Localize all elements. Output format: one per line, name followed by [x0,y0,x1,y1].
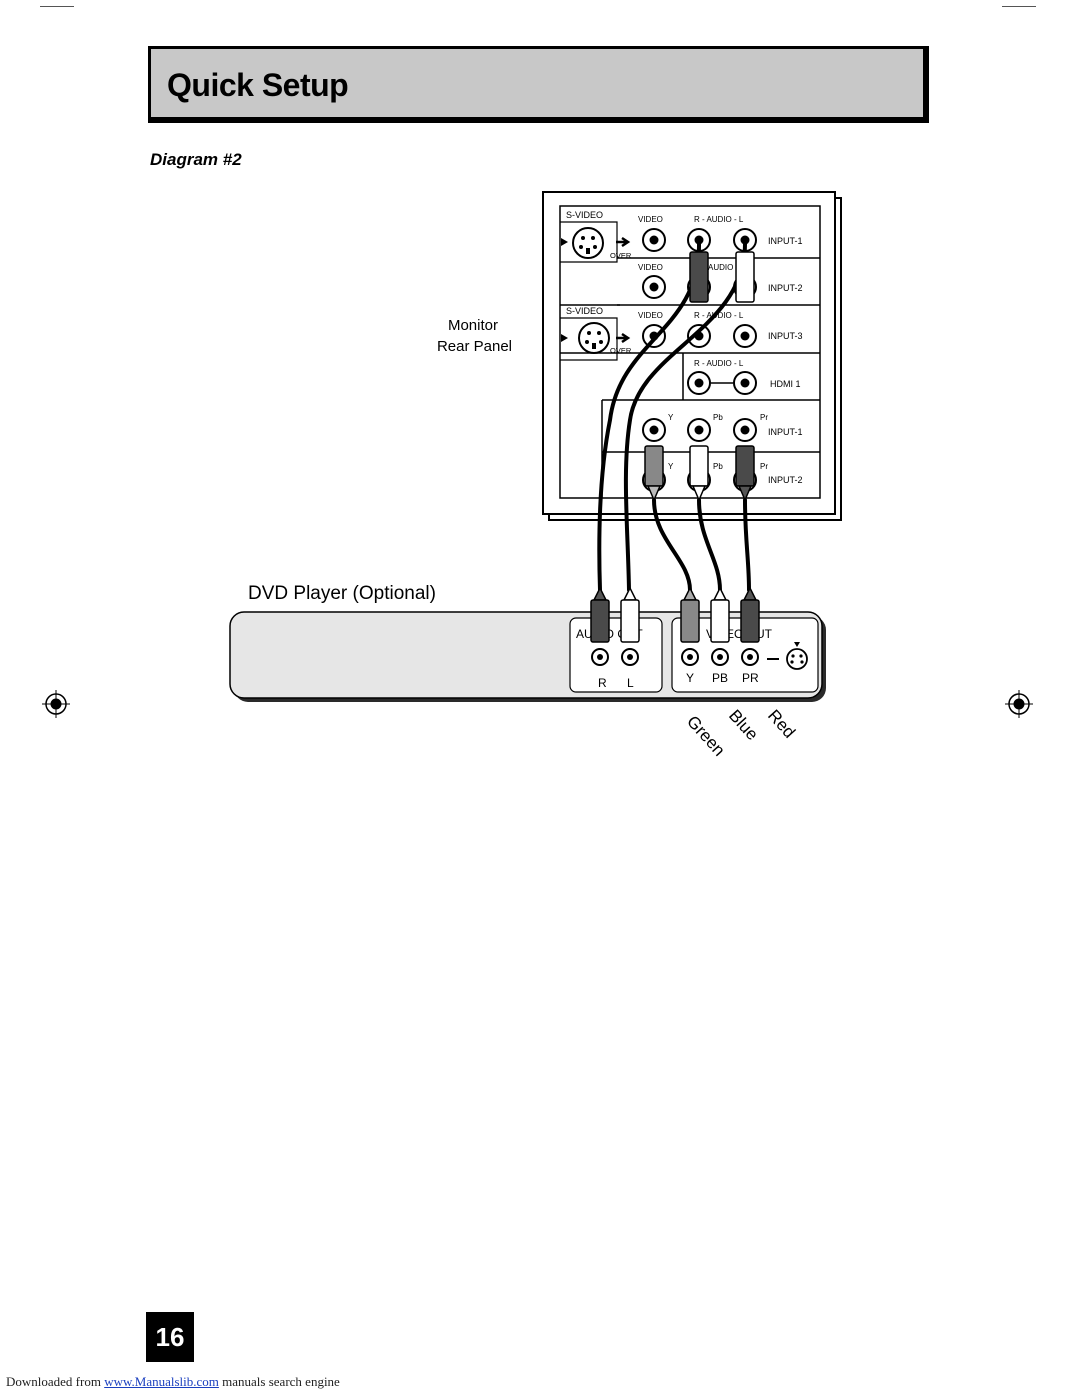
audio-label: R - AUDIO - L [694,215,744,224]
video-label-3: VIDEO [638,311,663,320]
cables [597,242,751,592]
red-cable-label: Red [764,706,799,742]
registration-mark-icon [1005,690,1033,718]
dvd-r-label: R [598,676,607,690]
hdmi-audio-label: R - AUDIO - L [694,359,744,368]
dvd-label: DVD Player (Optional) [248,583,436,604]
rear-panel-label: Rear Panel [437,338,512,355]
page-title: Quick Setup [167,67,349,103]
video-label: VIDEO [638,215,663,224]
input3-label: INPUT-3 [768,331,803,341]
arrow-right-icon [616,236,631,248]
monitor-plugs [644,251,755,502]
input2-label: INPUT-2 [768,283,803,293]
component-input1-label: INPUT-1 [768,427,803,437]
crop-mark-top-left [40,6,74,7]
registration-mark-icon [42,690,70,718]
dvd-pr-label: PR [742,671,759,685]
s-video-jack-icon [561,322,610,354]
footer-suffix: manuals search engine [218,1374,340,1389]
footer: Downloaded from www.Manualslib.com manua… [6,1374,340,1390]
crop-mark-top-right [1002,6,1036,7]
s-video-jack-icon [786,642,808,670]
section-header: Quick Setup [148,46,929,123]
over-label: OVER [610,251,632,260]
hdmi-label: HDMI 1 [770,379,801,389]
component-y-label-2: Y [668,462,674,471]
dvd-pb-label: PB [712,671,728,685]
page-number: 16 [146,1312,194,1362]
component-pr-label-2: Pr [760,462,768,471]
manualslib-link[interactable]: www.Manualslib.com [104,1374,219,1389]
dvd-player: AUDIO OUT VIDEO OUT R L Y PB PR [229,611,826,702]
over-label-2: OVER [610,346,632,355]
arrow-right-icon [616,332,631,344]
input1-label: INPUT-1 [768,236,803,246]
diagram-title: Diagram #2 [150,150,242,169]
dvd-l-label: L [627,676,634,690]
s-video-label-2: S-VIDEO [566,306,603,316]
component-pb-label: Pb [713,413,723,422]
component-input2-label: INPUT-2 [768,475,803,485]
connection-diagram: S-VIDEO VIDEO R - AUDIO - L INPUT-1 OVER… [42,191,1033,760]
green-cable-label: Green [683,712,729,760]
dvd-y-label: Y [686,671,694,685]
audio-label-3: R - AUDIO - L [694,311,744,320]
monitor-label: Monitor [448,317,498,334]
audio-label-2: AUDIO [708,263,733,272]
blue-cable-label: Blue [725,706,762,744]
video-label-2: VIDEO [638,263,663,272]
component-pb-label-2: Pb [713,462,723,471]
component-y-label: Y [668,413,674,422]
dvd-plugs [590,586,760,643]
s-video-jack-icon [561,227,604,259]
component-pr-label: Pr [760,413,768,422]
footer-prefix: Downloaded from [6,1374,105,1389]
s-video-label: S-VIDEO [566,210,603,220]
